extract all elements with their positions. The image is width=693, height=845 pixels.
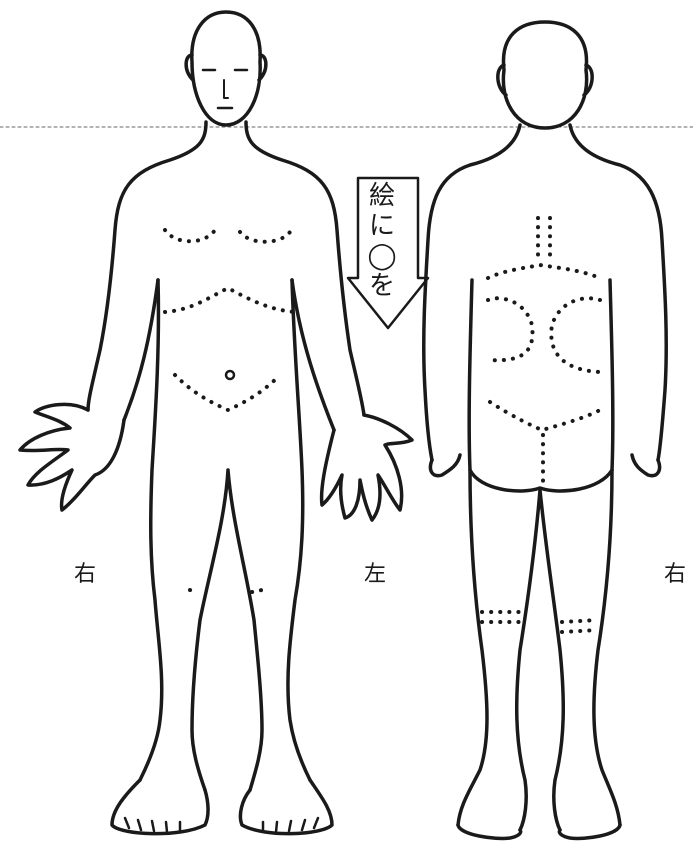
back-hips bbox=[458, 280, 620, 825]
back-scapula-right-dots bbox=[488, 298, 533, 360]
back-torso-outline bbox=[424, 125, 666, 460]
front-hand-left bbox=[322, 415, 412, 520]
front-hips bbox=[140, 280, 310, 780]
front-abdomen-dots bbox=[175, 375, 280, 410]
front-chest-left-dots bbox=[240, 232, 290, 242]
arrow-char-2: に bbox=[362, 212, 402, 242]
front-left-label: 左 bbox=[364, 564, 386, 586]
back-lower-dots bbox=[490, 402, 600, 430]
back-inner-legs bbox=[517, 490, 564, 830]
back-shoulder-dots bbox=[488, 265, 600, 278]
front-nose bbox=[224, 80, 228, 98]
arrow-char-1: 絵 bbox=[362, 182, 402, 212]
back-knee-right-dots bbox=[482, 612, 520, 622]
back-hand-right bbox=[430, 455, 460, 476]
back-knee-left-dots bbox=[562, 620, 598, 632]
front-right-label: 右 bbox=[74, 564, 96, 586]
back-right-label: 右 bbox=[664, 564, 686, 586]
front-hand-right bbox=[20, 404, 124, 510]
front-navel bbox=[226, 371, 234, 379]
front-body bbox=[20, 12, 412, 834]
front-knee-left-dots bbox=[252, 590, 262, 592]
back-neck-dots bbox=[538, 218, 550, 262]
front-toes-right bbox=[125, 818, 180, 832]
back-foot-right bbox=[458, 825, 521, 838]
front-dotted-regions bbox=[165, 230, 295, 592]
front-knee-right-dots bbox=[190, 590, 198, 592]
front-toes-left bbox=[263, 818, 318, 832]
front-ribs-dots bbox=[165, 288, 295, 312]
back-hand-left bbox=[632, 455, 660, 476]
front-arm-inner-right bbox=[124, 280, 158, 420]
arrow-char-4: を bbox=[362, 272, 402, 302]
arrow-char-3: ◯ bbox=[362, 242, 402, 272]
front-inner-legs bbox=[192, 470, 262, 790]
front-chest-right-dots bbox=[165, 230, 215, 241]
back-dotted-regions bbox=[482, 218, 600, 632]
back-foot-left bbox=[559, 825, 620, 838]
back-scapula-left-dots bbox=[551, 298, 600, 372]
front-foot-left bbox=[240, 780, 332, 834]
front-foot-right bbox=[112, 780, 208, 834]
front-torso-outline bbox=[88, 122, 364, 415]
back-head bbox=[503, 22, 586, 128]
arrow-instruction: 絵 に ◯ を bbox=[362, 182, 402, 302]
